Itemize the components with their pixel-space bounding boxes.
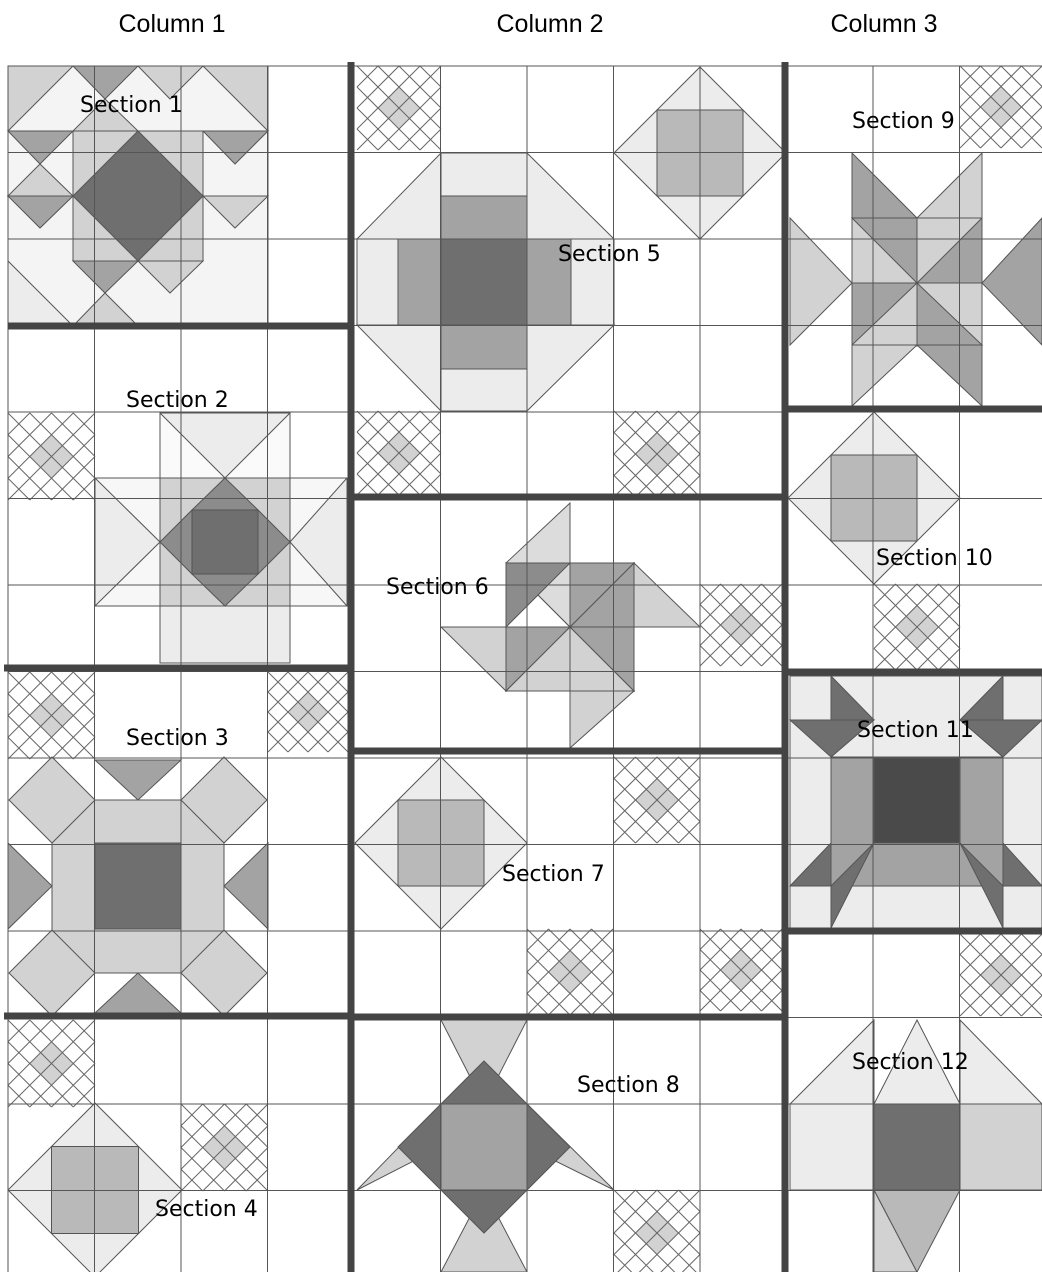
sec9-point (852, 345, 917, 406)
sec5-lattice (357, 66, 441, 150)
sec8-center (441, 1104, 527, 1190)
section-1-label: Section 1 (80, 93, 183, 118)
section-5-label: Section 5 (558, 242, 661, 267)
section-12-label: Section 12 (852, 1050, 969, 1075)
sec7-lattice (700, 929, 782, 1011)
sec12-lattice (960, 934, 1042, 1016)
sec6-lattice (700, 584, 782, 666)
sec5-center (441, 239, 527, 325)
sec3-point (8, 843, 52, 929)
sec12-wing (960, 1104, 1042, 1190)
section-10-label: Section 10 (876, 546, 993, 571)
sec9-point (852, 153, 917, 218)
sec4-lattice (8, 1020, 95, 1107)
sec5-lattice (357, 411, 441, 495)
sec8-lattice (614, 1190, 700, 1272)
section-6-label: Section 6 (386, 575, 489, 600)
sec2-lattice (8, 413, 95, 500)
sec12-center (874, 1104, 960, 1190)
sec3-center (95, 843, 181, 929)
sec12-wing (790, 1104, 874, 1190)
sec5-lattice (614, 411, 700, 497)
section-11-label: Section 11 (857, 718, 974, 743)
column-2-label: Column 2 (497, 10, 604, 38)
sec7-lattice (527, 929, 613, 1015)
sec11-center (874, 757, 960, 843)
sec9-point (917, 153, 982, 218)
sec12-wing (960, 1020, 1042, 1104)
sec6-blade (634, 563, 700, 627)
column-1-label: Column 1 (119, 10, 226, 38)
column-3-label: Column 3 (831, 10, 938, 38)
section-2-label: Section 2 (126, 388, 229, 413)
sec7-lattice (614, 757, 700, 843)
sec5-wing (357, 153, 441, 239)
section-9-label: Section 9 (852, 109, 955, 134)
sec10-lattice (874, 584, 960, 670)
sec3-lattice (8, 672, 95, 759)
sec6-blade (441, 627, 506, 691)
sec4-lattice (181, 1104, 268, 1191)
section-7-label: Section 7 (502, 862, 605, 887)
section-3-label: Section 3 (126, 726, 229, 751)
sec9-point (917, 345, 982, 406)
sec3-lattice (268, 672, 348, 752)
sec3-point (224, 843, 268, 929)
sec5-wing (357, 325, 441, 411)
section-8-label: Section 8 (577, 1073, 680, 1098)
sec9-lattice (960, 66, 1042, 148)
sec6-blade (570, 691, 634, 748)
sec5-wing (527, 153, 614, 239)
sec2-center (192, 510, 258, 574)
section-4-label: Section 4 (155, 1197, 258, 1222)
sec5-wing (527, 325, 614, 411)
sec3-point (95, 760, 181, 800)
sec3-point (95, 973, 181, 1013)
